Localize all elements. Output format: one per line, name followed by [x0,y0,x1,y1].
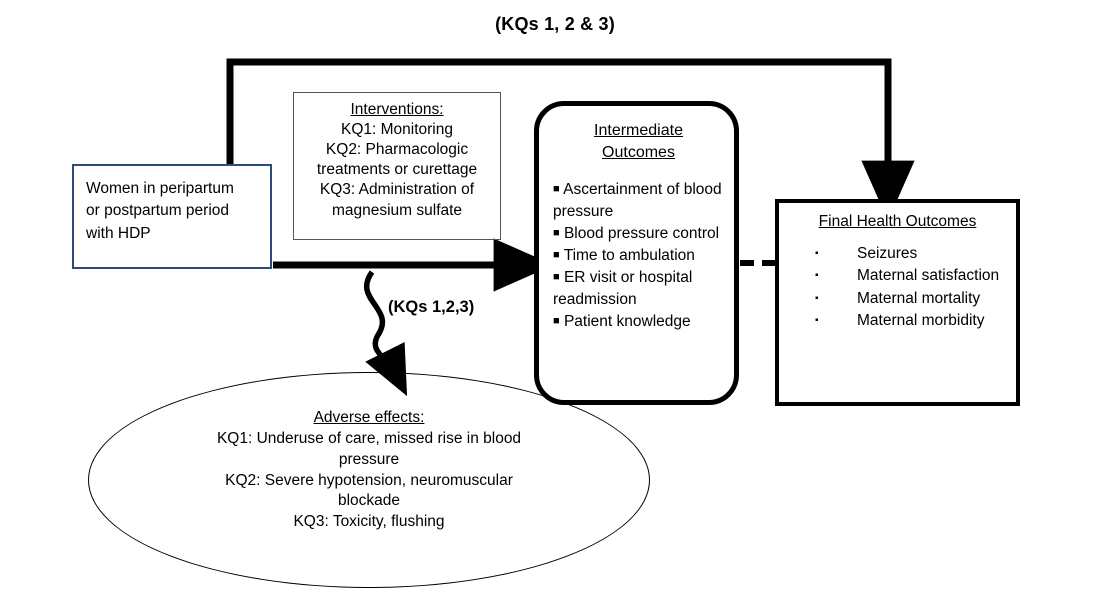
adverse-effects-title: Adverse effects: [313,409,425,426]
final-health-outcomes-box: Final Health Outcomes ▪ Seizures ▪ Materna… [775,199,1020,406]
square-bullet-icon: ■ [553,249,560,262]
list-item: ■ Time to ambulation [553,245,724,267]
population-line-1: Women in peripartum [86,180,234,197]
top-kq-label: (KQs 1, 2 & 3) [495,14,615,34]
list-item: ■ Patient knowledge [553,311,724,333]
population-box: Women in peripartum or postpartum period… [72,164,272,269]
adverse-line-2: pressure [338,450,400,468]
intermediate-item-1: Blood pressure control [563,225,720,243]
adverse-effects-ellipse: Adverse effects: KQ1: Underuse of care, … [88,372,650,588]
adverse-line-4: blockade [337,492,401,510]
final-item-1: Maternal satisfaction [857,267,1000,285]
list-item: ■ Ascertainment of blood pressure [553,179,724,223]
adverse-effects-curved-arrow [363,270,408,397]
square-bullet-icon: ■ [553,227,560,240]
list-item: ▪ Maternal satisfaction [815,265,1008,287]
list-item: ▪ Seizures [815,243,1008,265]
interventions-box: Interventions: KQ1: Monitoring KQ2: Phar… [293,92,501,240]
interventions-line-5: magnesium sulfate [331,201,463,219]
final-health-outcomes-title: Final Health Outcomes [818,213,977,230]
intermediate-outcomes-box: Intermediate Outcomes ■ Ascertainment of… [534,101,739,405]
list-item: ▪ Maternal mortality [815,288,1008,310]
intermediate-outcomes-title: Intermediate Outcomes [553,120,724,163]
population-line-2: or postpartum period [86,202,230,220]
square-bullet-icon: ■ [553,183,560,196]
population-text: Women in peripartum or postpartum period… [86,178,260,245]
adverse-line-1: KQ1: Underuse of care, missed rise in bl… [216,430,522,447]
intermediate-item-2: Time to ambulation [563,247,695,265]
intermediate-item-0: Ascertainment of blood pressure [553,181,722,221]
adverse-line-3: KQ2: Severe hypotension, neuromuscular [225,471,513,489]
interventions-line-4: KQ3: Administration of [319,181,475,199]
intermediate-outcomes-list: ■ Ascertainment of blood pressure ■ Bloo… [553,179,724,333]
square-bullet-icon: ▪ [815,292,819,304]
population-line-3: with HDP [86,224,151,242]
interventions-title: Interventions: [350,101,444,118]
square-bullet-icon: ▪ [815,248,819,259]
square-bullet-icon: ▪ [815,270,819,282]
adverse-line-5: KQ3: Toxicity, flushing [293,513,445,531]
interventions-line-2: KQ2: Pharmacologic [325,141,469,159]
list-item: ■ Blood pressure control [553,223,724,245]
intermediate-item-4: Patient knowledge [563,313,691,331]
square-bullet-icon: ▪ [815,314,819,326]
list-item: ■ ER visit or hospital readmission [553,267,724,311]
intermediate-title-line-1: Intermediate [594,122,683,139]
final-health-outcomes-list: ▪ Seizures ▪ Maternal satisfaction ▪ Matern… [787,243,1008,332]
final-item-2: Maternal mortality [857,289,981,307]
interventions-line-1: KQ1: Monitoring [341,121,453,138]
square-bullet-icon: ■ [553,315,560,328]
final-item-0: Seizures [857,245,918,262]
intermediate-title-line-2: Outcomes [602,143,675,161]
intermediate-item-3: ER visit or hospital readmission [553,269,693,309]
adverse-arrow-kq-label: (KQs 1,2,3) [388,298,475,316]
square-bullet-icon: ■ [553,271,560,284]
list-item: ▪ Maternal morbidity [815,310,1008,332]
interventions-line-3: treatments or curettage [316,161,478,179]
final-item-3: Maternal morbidity [857,311,985,329]
